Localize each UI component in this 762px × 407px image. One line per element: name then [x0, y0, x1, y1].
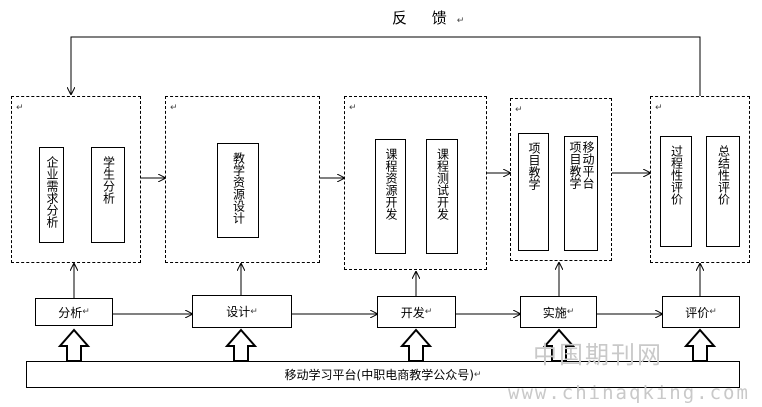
item-course-test-dev: 课程测试开发 [426, 139, 458, 254]
item-process-evaluation: 过程性评价 [660, 136, 692, 247]
mobile-learning-platform: 移动学习平台(中职电商教学公众号)↵ [26, 361, 740, 388]
watermark-url: www.chinaqking.com [508, 382, 750, 404]
item-student-analysis: 学生分析 [91, 147, 125, 243]
return-mark: ↵ [16, 103, 24, 113]
feedback-loop-line [71, 36, 701, 96]
block-arrow-3 [399, 328, 433, 362]
group-implementation: ↵ [510, 98, 612, 261]
block-arrow-4 [542, 328, 576, 362]
return-mark: ↵ [349, 103, 357, 113]
return-mark: ↵ [655, 103, 663, 113]
block-arrow-1 [57, 328, 91, 362]
item-teaching-resource-design: 教学资源设计 [217, 143, 259, 238]
watermark-cn: 中国期刊网 [533, 341, 663, 369]
item-enterprise-demand-analysis: 企业需求分析 [39, 147, 64, 243]
stage-analysis: 分析↵ [35, 298, 113, 326]
group-design: ↵ [165, 96, 320, 263]
group-development: ↵ [344, 96, 487, 270]
return-mark: ↵ [170, 103, 178, 113]
stage-evaluation: 评价↵ [662, 296, 740, 328]
item-summative-evaluation: 总结性评价 [706, 136, 740, 247]
feedback-label: 反 馈↵ [392, 9, 475, 27]
group-evaluation: ↵ [650, 96, 750, 263]
block-arrow-2 [224, 328, 258, 362]
group-analysis: ↵ [11, 96, 141, 263]
item-mobile-platform-project-teaching: 移动平台 项目教学 [564, 136, 598, 251]
stage-implementation: 实施↵ [520, 296, 597, 328]
return-mark: ↵ [515, 105, 523, 115]
stage-design: 设计↵ [192, 295, 292, 328]
stage-development: 开发↵ [377, 296, 456, 328]
item-course-resource-dev: 课程资源开发 [375, 139, 406, 254]
block-arrow-5 [683, 328, 717, 362]
item-project-teaching: 项目教学 [518, 133, 549, 251]
